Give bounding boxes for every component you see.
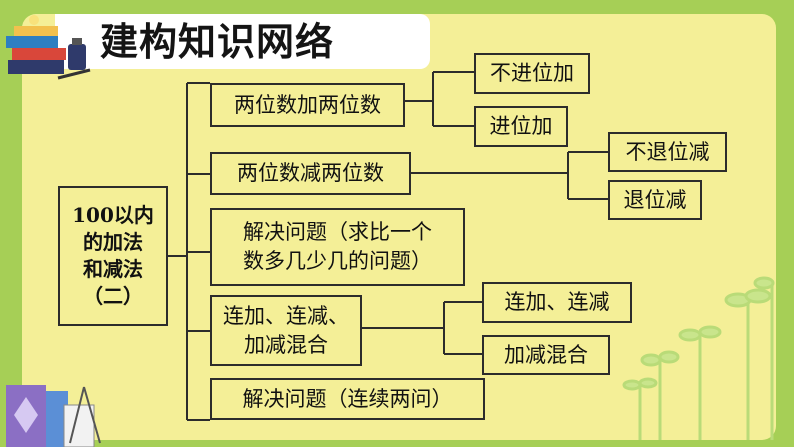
leaf-label: 退位减 <box>623 187 687 212</box>
branch-label: 解决问题（连续两问） <box>242 386 453 411</box>
root-line: 的加法 <box>83 230 143 254</box>
leaf-label: 加减混合 <box>504 342 588 367</box>
branch-label: 两位数加两位数 <box>234 92 381 117</box>
leaf-consecutive-add-subtract: 连加、连减 <box>482 282 632 323</box>
title-bar <box>55 14 430 69</box>
leaf-mixed-add-subtract: 加减混合 <box>482 335 610 375</box>
leaf-label: 不进位加 <box>490 61 574 85</box>
root-node: 100以内 的加法 和减法 （二） <box>58 186 168 326</box>
page-title: 建构知识网络 <box>100 20 335 64</box>
branch-two-digit-addition: 两位数加两位数 <box>210 83 405 127</box>
branch-line: 解决问题（求比一个 <box>243 220 432 244</box>
leaf-label: 连加、连减 <box>504 290 610 314</box>
leaf-no-borrow-subtraction: 不退位减 <box>608 132 727 172</box>
branch-line: 加减混合 <box>244 332 328 357</box>
leaf-no-carry-addition: 不进位加 <box>474 53 590 94</box>
branch-mixed-operations: 连加、连减、 加减混合 <box>210 295 362 366</box>
branch-two-digit-subtraction: 两位数减两位数 <box>210 152 411 195</box>
leaf-borrow-subtraction: 退位减 <box>608 180 702 220</box>
branch-word-problems-compare: 解决问题（求比一个 数多几少几的问题） <box>210 208 465 286</box>
books-icon <box>6 15 91 80</box>
leaf-label: 不退位减 <box>625 139 710 164</box>
root-line: 100以内 <box>72 203 154 227</box>
branch-line: 连加、连减、 <box>223 303 349 328</box>
root-line: 和减法 <box>83 257 143 281</box>
root-line: （二） <box>83 284 143 308</box>
branch-label: 两位数减两位数 <box>237 161 384 185</box>
notebook-decoration <box>6 385 101 447</box>
branch-word-problems-two-step: 解决问题（连续两问） <box>210 378 485 420</box>
branch-line: 数多几少几的问题） <box>243 249 432 273</box>
leaf-label: 进位加 <box>489 114 553 138</box>
leaf-carry-addition: 进位加 <box>474 106 568 147</box>
